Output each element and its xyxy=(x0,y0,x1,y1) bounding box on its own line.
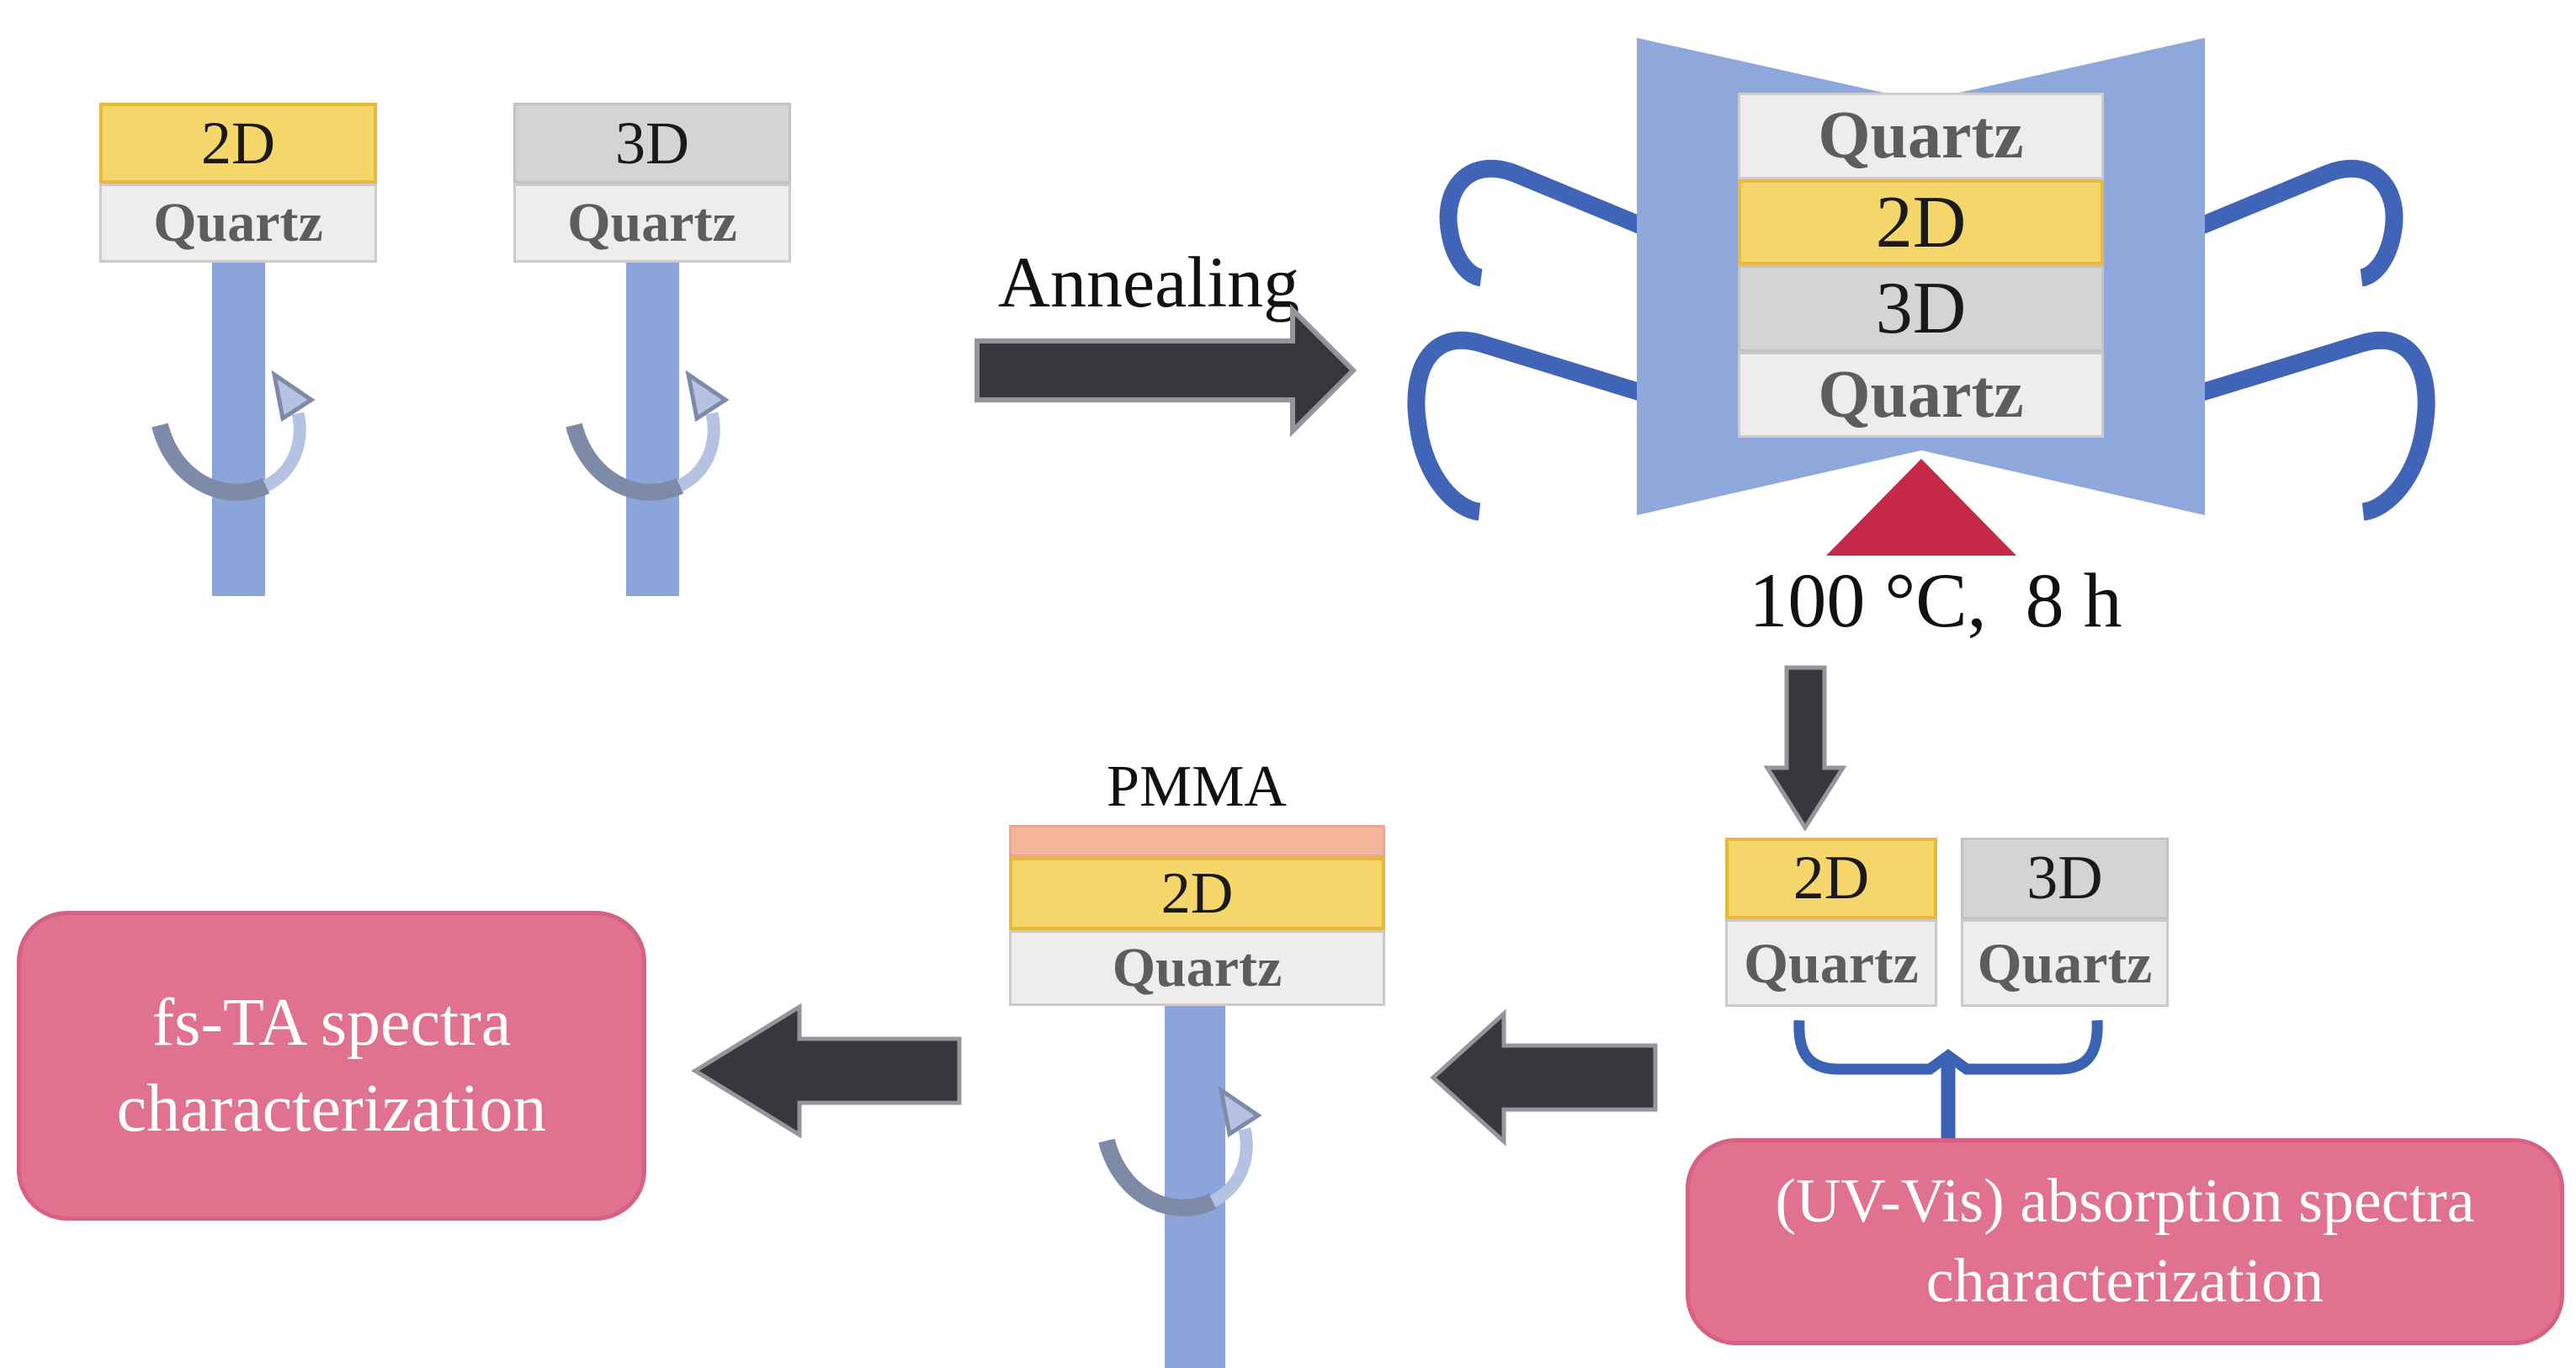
uv-vis-box: (UV-Vis) absorption spectra characteriza… xyxy=(1686,1138,2564,1345)
layer-label: Quartz xyxy=(1112,937,1283,998)
uv-vis-line2: characterization xyxy=(1925,1247,2324,1316)
layer-2d: 2D xyxy=(1725,838,1937,919)
fs-ta-line1: fs-TA spectra xyxy=(151,985,512,1060)
layer-2d: 2D xyxy=(99,103,377,184)
layer-2d: 2D xyxy=(1009,857,1385,930)
layer-label: Quartz xyxy=(1818,357,2024,432)
layer-label: Quartz xyxy=(567,192,737,253)
layer-label: 2D xyxy=(1161,860,1234,926)
spin-rotation-icon xyxy=(1098,1085,1262,1216)
spin-rod xyxy=(1165,1006,1225,1368)
clamp-layer-quartz-bottom: Quartz xyxy=(1738,352,2104,438)
arrow-down-icon xyxy=(1763,665,1847,832)
heat-triangle-icon xyxy=(1826,459,2016,556)
layer-quartz: Quartz xyxy=(513,184,791,263)
fs-ta-line2: characterization xyxy=(116,1072,547,1146)
layer-3d: 3D xyxy=(513,103,791,184)
spin-rod xyxy=(212,263,265,596)
layer-quartz: Quartz xyxy=(1725,919,1937,1007)
arrow-right-icon xyxy=(975,303,1357,438)
layer-label: Quartz xyxy=(153,192,323,253)
spin-rotation-icon xyxy=(566,370,730,501)
layer-label: Quartz xyxy=(1977,930,2153,995)
arrow-left-icon xyxy=(691,1003,962,1139)
clamp-layer-quartz-top: Quartz xyxy=(1738,93,2104,179)
spin-rod xyxy=(626,263,679,596)
annealing-label: Annealing xyxy=(997,242,1300,322)
brace-icon xyxy=(1793,1019,2103,1141)
layer-label: 2D xyxy=(1793,844,1870,913)
layer-quartz: Quartz xyxy=(1961,919,2169,1007)
clamp-layer-3d: 3D xyxy=(1738,265,2104,352)
layer-3d: 3D xyxy=(1961,838,2169,919)
pmma-label: PMMA xyxy=(1107,754,1287,819)
layer-label: 2D xyxy=(1875,181,1967,263)
layer-label: Quartz xyxy=(1744,930,1919,995)
clamp-layer-2d: 2D xyxy=(1738,179,2104,265)
layer-label: Quartz xyxy=(1818,98,2024,173)
clamp-wire-icon xyxy=(1407,159,2435,521)
arrow-left-icon xyxy=(1430,1009,1658,1147)
uv-vis-line1: (UV-Vis) absorption spectra xyxy=(1775,1167,2475,1237)
spin-rotation-icon xyxy=(151,370,316,501)
layer-quartz: Quartz xyxy=(1009,930,1385,1006)
fs-ta-box: fs-TA spectra characterization xyxy=(17,911,646,1221)
temperature-label: 100 °C, 8 h xyxy=(1749,557,2122,643)
layer-quartz: Quartz xyxy=(99,184,377,263)
layer-label: 3D xyxy=(2026,844,2103,913)
layer-label: 3D xyxy=(615,109,689,177)
layer-pmma xyxy=(1009,825,1385,857)
layer-label: 3D xyxy=(1875,268,1967,349)
layer-label: 2D xyxy=(201,109,275,177)
